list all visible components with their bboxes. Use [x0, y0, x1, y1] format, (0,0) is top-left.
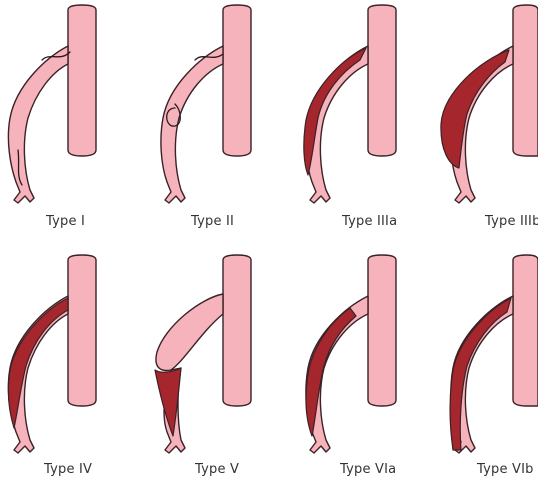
pseudoaneurysm [156, 294, 223, 370]
artery-diagram [290, 0, 420, 240]
panel-type-iv: Type IV [0, 250, 130, 485]
panel-label: Type VIb [477, 462, 534, 477]
panel-type-iiib: Type IIIb [435, 0, 538, 240]
panel-label: Type V [195, 462, 239, 477]
main-artery [223, 5, 251, 156]
main-artery [68, 5, 96, 156]
artery-diagram [145, 250, 275, 485]
artery-diagram [435, 250, 538, 485]
main-artery [368, 5, 396, 156]
panel-type-iiia: Type IIIa [290, 0, 420, 240]
panel-label: Type IIIb [485, 214, 538, 229]
panel-type-ii: Type II [145, 0, 275, 240]
panel-type-i: Type I [0, 0, 130, 240]
branch-artery [8, 46, 68, 203]
main-artery [368, 255, 396, 406]
artery-diagram [290, 250, 420, 485]
main-artery [513, 5, 538, 156]
panel-type-v: Type V [145, 250, 275, 485]
panel-label: Type IIIa [342, 214, 397, 229]
main-artery [513, 255, 538, 406]
panel-label: Type VIa [340, 462, 396, 477]
artery-diagram [435, 0, 538, 240]
main-artery [223, 255, 251, 406]
artery-diagram [0, 250, 130, 485]
artery-diagram [145, 0, 275, 240]
panel-label: Type IV [44, 462, 92, 477]
panel-label: Type I [46, 214, 85, 229]
panel-type-vib: Type VIb [435, 250, 538, 485]
artery-diagram [0, 0, 130, 240]
panel-type-via: Type VIa [290, 250, 420, 485]
main-artery [68, 255, 96, 406]
panel-label: Type II [191, 214, 234, 229]
